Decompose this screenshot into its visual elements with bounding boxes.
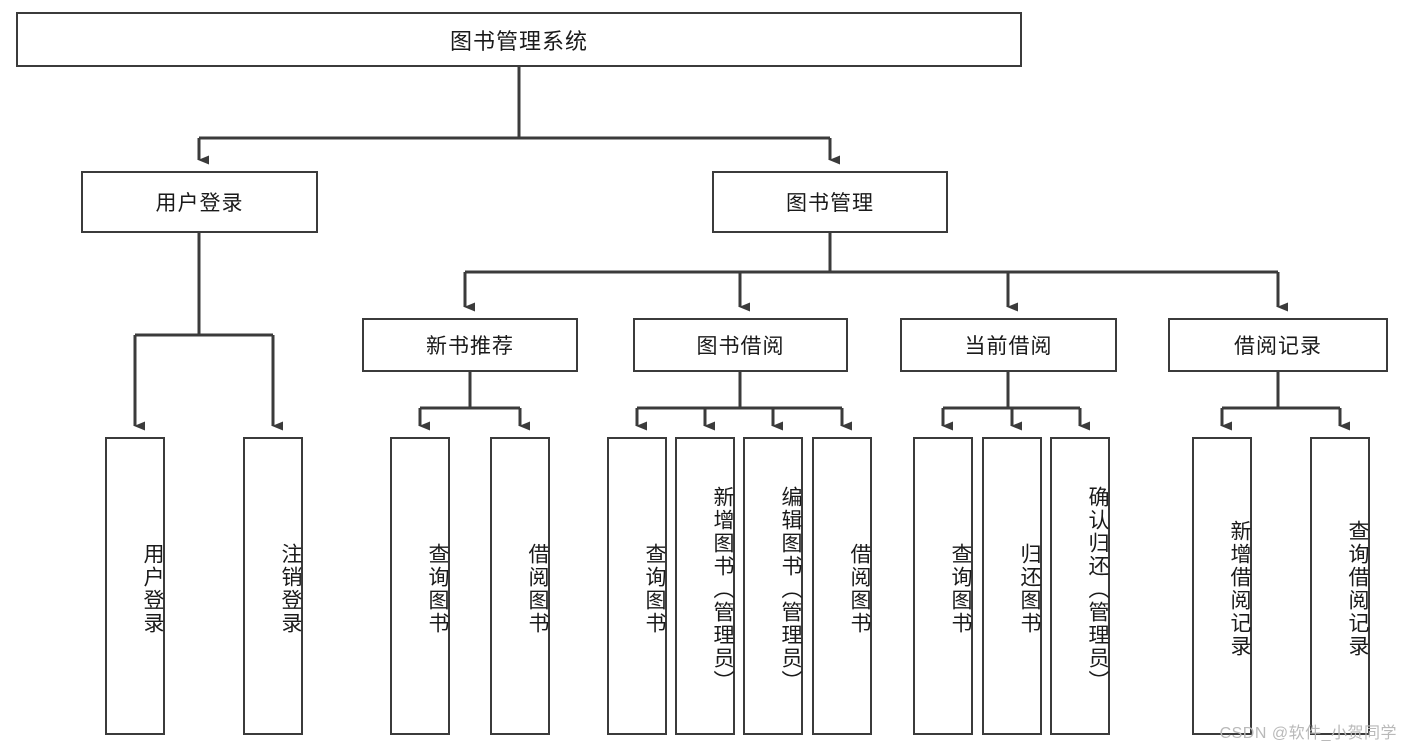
- leaf-book-borrow-lend[interactable]: 借阅图书: [812, 437, 872, 735]
- leaf-user-login-signin-label: 用户登录: [141, 543, 164, 635]
- leaf-current-borrow-query-label: 查询图书: [949, 543, 972, 635]
- leaf-new-book-borrow[interactable]: 借阅图书: [490, 437, 550, 735]
- leaf-user-login-signin[interactable]: 用户登录: [105, 437, 165, 735]
- node-book-management[interactable]: 图书管理: [712, 171, 948, 233]
- leaf-borrow-record-query-label: 查询借阅记录: [1346, 520, 1369, 658]
- node-new-book-recommend-label: 新书推荐: [426, 335, 514, 358]
- leaf-book-borrow-edit-label: 编辑图书（管理员）: [779, 485, 802, 693]
- node-book-borrow-label: 图书借阅: [696, 335, 785, 358]
- leaf-user-login-signout-label: 注销登录: [279, 543, 302, 635]
- leaf-current-borrow-return[interactable]: 归还图书: [982, 437, 1042, 735]
- leaf-book-borrow-add-label: 新增图书（管理员）: [711, 485, 734, 693]
- leaf-current-borrow-confirm-return[interactable]: 确认归还（管理员）: [1050, 437, 1110, 735]
- node-root-system-label: 图书管理系统: [449, 28, 588, 54]
- node-root-system[interactable]: 图书管理系统: [16, 12, 1022, 67]
- node-user-login-label: 用户登录: [155, 192, 244, 215]
- node-current-borrow[interactable]: 当前借阅: [900, 318, 1117, 372]
- leaf-book-borrow-lend-label: 借阅图书: [848, 543, 871, 635]
- node-borrow-record[interactable]: 借阅记录: [1168, 318, 1388, 372]
- leaf-borrow-record-add[interactable]: 新增借阅记录: [1192, 437, 1252, 735]
- leaf-user-login-signout[interactable]: 注销登录: [243, 437, 303, 735]
- leaf-current-borrow-query[interactable]: 查询图书: [913, 437, 973, 735]
- leaf-current-borrow-confirm-return-label: 确认归还（管理员）: [1086, 485, 1109, 693]
- leaf-book-borrow-query-label: 查询图书: [643, 543, 666, 635]
- node-book-borrow[interactable]: 图书借阅: [633, 318, 848, 372]
- leaf-book-borrow-query[interactable]: 查询图书: [607, 437, 667, 735]
- leaf-borrow-record-add-label: 新增借阅记录: [1228, 520, 1251, 658]
- leaf-new-book-borrow-label: 借阅图书: [526, 543, 549, 635]
- node-new-book-recommend[interactable]: 新书推荐: [362, 318, 578, 372]
- node-user-login[interactable]: 用户登录: [81, 171, 318, 233]
- leaf-borrow-record-query[interactable]: 查询借阅记录: [1310, 437, 1370, 735]
- leaf-book-borrow-edit[interactable]: 编辑图书（管理员）: [743, 437, 803, 735]
- node-book-management-label: 图书管理: [786, 192, 874, 215]
- node-borrow-record-label: 借阅记录: [1234, 335, 1322, 358]
- leaf-new-book-query-label: 查询图书: [426, 543, 449, 635]
- leaf-book-borrow-add[interactable]: 新增图书（管理员）: [675, 437, 735, 735]
- node-current-borrow-label: 当前借阅: [964, 335, 1053, 358]
- leaf-current-borrow-return-label: 归还图书: [1018, 543, 1041, 635]
- leaf-new-book-query[interactable]: 查询图书: [390, 437, 450, 735]
